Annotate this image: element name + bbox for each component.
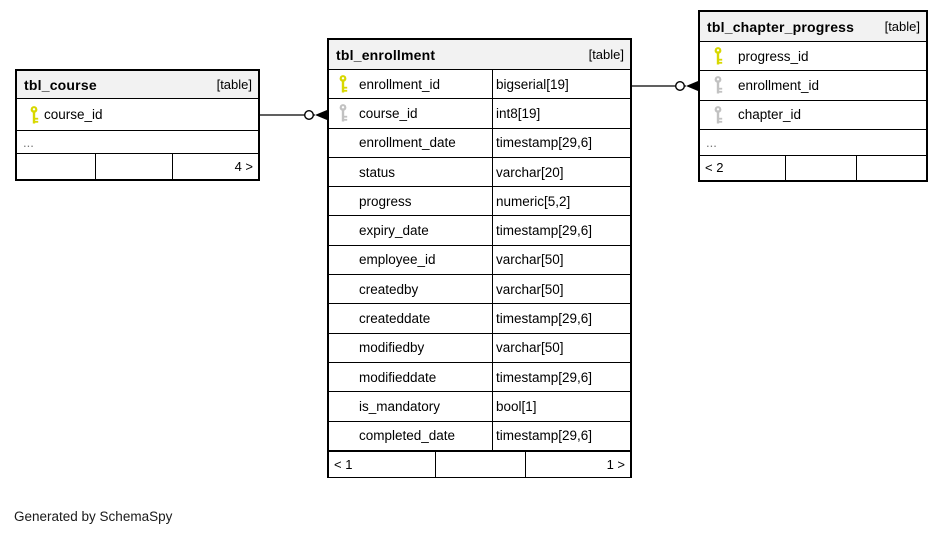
column-row: course_id int8[19]	[329, 99, 630, 129]
footer-cell-children-count: 4 >	[234, 159, 253, 174]
primary-key-icon	[338, 75, 348, 94]
column-name: expiry_date	[359, 223, 429, 239]
column-type: timestamp[29,6]	[492, 128, 630, 157]
column-name: modifieddate	[359, 369, 437, 385]
primary-key-icon	[713, 47, 723, 66]
column-row: createddate timestamp[29,6]	[329, 304, 630, 334]
column-name: progress	[359, 193, 412, 209]
column-row: modifieddate timestamp[29,6]	[329, 362, 630, 393]
table-header[interactable]: tbl_enrollment [table]	[329, 40, 630, 70]
column-type: int8[19]	[492, 99, 630, 128]
table-name[interactable]: tbl_course	[24, 76, 97, 93]
column-row: enrollment_id	[700, 71, 926, 101]
footer-cell-parents-count: < 2	[700, 155, 786, 180]
column-name: progress_id	[738, 48, 809, 64]
column-type: varchar[20]	[492, 157, 630, 187]
footer-cell-parents-count: < 1	[329, 451, 436, 477]
column-name: enrollment_id	[359, 76, 441, 92]
more-columns-ellipsis: ...	[700, 129, 926, 156]
column-row: progress numeric[5,2]	[329, 187, 630, 217]
footer-cell-children-count: 1 >	[606, 456, 625, 472]
column-row: expiry_date timestamp[29,6]	[329, 216, 630, 246]
column-type: varchar[50]	[492, 333, 630, 362]
table-type-tag: [table]	[884, 19, 920, 34]
foreign-key-icon	[713, 105, 723, 124]
column-row: enrollment_id bigserial[19]	[329, 70, 630, 100]
table-header[interactable]: tbl_course [table]	[17, 71, 258, 99]
foreign-key-icon	[338, 104, 348, 123]
column-name: createdby	[359, 281, 419, 297]
column-row: progress_id	[700, 42, 926, 72]
table-name[interactable]: tbl_chapter_progress	[707, 18, 855, 35]
column-name: course_id	[359, 105, 418, 121]
column-type: bool[1]	[492, 392, 630, 421]
table-tbl-enrollment: tbl_enrollment [table] enrollment_id big…	[327, 38, 632, 478]
column-row: employee_id varchar[50]	[329, 245, 630, 276]
column-name: modifiedby	[359, 340, 425, 356]
column-row: enrollment_date timestamp[29,6]	[329, 128, 630, 158]
relationship-course-enrollment	[258, 109, 327, 121]
column-row: modifiedby varchar[50]	[329, 333, 630, 363]
table-header[interactable]: tbl_chapter_progress [table]	[700, 12, 926, 42]
more-columns-ellipsis: ...	[17, 131, 258, 154]
column-row: chapter_id	[700, 100, 926, 130]
column-row: course_id	[17, 99, 258, 131]
footer-cell	[436, 451, 526, 477]
table-footer: < 1 1 >	[329, 450, 630, 477]
column-type: varchar[50]	[492, 275, 630, 304]
foreign-key-icon	[713, 76, 723, 95]
column-name: chapter_id	[738, 107, 802, 123]
generator-note: Generated by SchemaSpy	[14, 509, 173, 524]
column-row: is_mandatory bool[1]	[329, 392, 630, 422]
footer-cell	[786, 155, 857, 180]
table-tbl-chapter-progress: tbl_chapter_progress [table] progress_id	[698, 10, 928, 182]
table-footer: 4 >	[17, 154, 258, 179]
column-row: completed_date timestamp[29,6]	[329, 421, 630, 451]
table-type-tag: [table]	[216, 77, 252, 92]
column-row: status varchar[20]	[329, 157, 630, 188]
footer-cell	[857, 156, 926, 180]
column-name: enrollment_date	[359, 135, 456, 151]
column-name: course_id	[44, 107, 103, 122]
footer-cell	[17, 154, 96, 179]
table-type-tag: [table]	[588, 47, 624, 62]
column-type: timestamp[29,6]	[492, 216, 630, 245]
column-type: timestamp[29,6]	[492, 362, 630, 392]
table-tbl-course: tbl_course [table] course_id ...	[15, 69, 260, 181]
column-name: createddate	[359, 311, 431, 327]
column-row: createdby varchar[50]	[329, 275, 630, 305]
column-type: timestamp[29,6]	[492, 304, 630, 333]
primary-key-icon	[29, 105, 39, 124]
column-name: employee_id	[359, 252, 436, 268]
column-name: is_mandatory	[359, 398, 441, 414]
footer-cell	[96, 154, 173, 179]
relationship-enrollment-chapter-progress	[630, 80, 698, 92]
table-footer: < 2	[700, 155, 926, 180]
column-type: timestamp[29,6]	[492, 421, 630, 450]
column-type: numeric[5,2]	[492, 187, 630, 216]
column-name: status	[359, 164, 396, 180]
column-type: varchar[50]	[492, 245, 630, 275]
table-name[interactable]: tbl_enrollment	[336, 46, 436, 63]
column-name: completed_date	[359, 428, 456, 444]
column-name: enrollment_id	[738, 77, 820, 93]
column-type: bigserial[19]	[492, 70, 630, 99]
